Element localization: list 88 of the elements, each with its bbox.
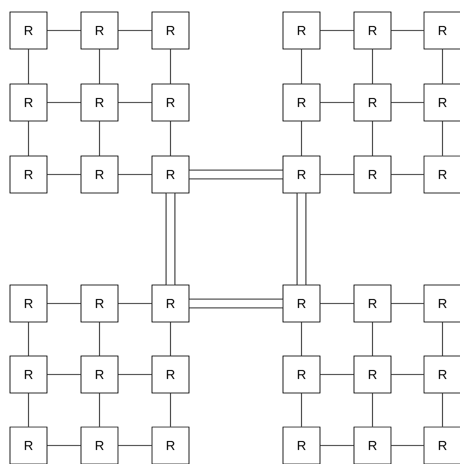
router-box: R: [80, 356, 118, 394]
link-line: [320, 102, 354, 103]
link-line: [391, 303, 424, 304]
link-line: [118, 374, 152, 375]
double-link: [189, 170, 283, 180]
router-box: R: [424, 356, 460, 394]
link-line: [99, 49, 100, 84]
link-line: [47, 30, 81, 31]
link-line: [118, 445, 152, 446]
link-line: [170, 322, 171, 356]
router-box: R: [152, 284, 190, 322]
router-box: R: [10, 84, 48, 122]
link-line: [28, 322, 29, 356]
link-line: [391, 102, 424, 103]
link-line: [391, 174, 424, 175]
link-line: [301, 121, 302, 156]
router-box: R: [152, 84, 190, 122]
router-box: R: [10, 426, 48, 464]
link-line: [372, 49, 373, 84]
link-line: [170, 393, 171, 427]
router-box: R: [152, 156, 190, 194]
link-line: [118, 174, 152, 175]
link-line: [118, 102, 152, 103]
router-box: R: [10, 284, 48, 322]
link-line: [118, 303, 152, 304]
router-box: R: [282, 12, 320, 50]
link-line: [47, 303, 81, 304]
link-line: [372, 393, 373, 427]
router-box: R: [424, 12, 460, 50]
link-line: [47, 174, 81, 175]
router-box: R: [424, 284, 460, 322]
link-line: [47, 445, 81, 446]
router-box: R: [424, 84, 460, 122]
router-box: R: [80, 284, 118, 322]
link-line: [391, 30, 424, 31]
router-box: R: [282, 284, 320, 322]
router-box: R: [10, 12, 48, 50]
router-box: R: [80, 84, 118, 122]
link-line: [28, 121, 29, 156]
double-link: [189, 298, 283, 308]
link-line: [320, 374, 354, 375]
router-box: R: [152, 426, 190, 464]
router-box: R: [354, 84, 392, 122]
link-line: [442, 49, 443, 84]
link-line: [99, 393, 100, 427]
link-line: [99, 121, 100, 156]
double-link: [296, 193, 306, 285]
double-link: [166, 193, 176, 285]
router-box: R: [10, 356, 48, 394]
router-box: R: [354, 284, 392, 322]
link-line: [47, 374, 81, 375]
router-box: R: [80, 426, 118, 464]
router-box: R: [354, 12, 392, 50]
router-box: R: [282, 356, 320, 394]
link-line: [320, 30, 354, 31]
link-line: [320, 303, 354, 304]
router-box: R: [152, 356, 190, 394]
link-line: [391, 445, 424, 446]
router-box: R: [282, 426, 320, 464]
link-line: [372, 121, 373, 156]
link-line: [99, 322, 100, 356]
link-line: [28, 393, 29, 427]
link-line: [442, 322, 443, 356]
router-box: R: [80, 156, 118, 194]
link-line: [301, 322, 302, 356]
link-line: [170, 49, 171, 84]
router-box: R: [424, 156, 460, 194]
router-box: R: [282, 84, 320, 122]
link-line: [170, 121, 171, 156]
link-line: [118, 30, 152, 31]
router-box: R: [424, 426, 460, 464]
router-box: R: [152, 12, 190, 50]
router-box: R: [80, 12, 118, 50]
link-line: [442, 121, 443, 156]
router-box: R: [282, 156, 320, 194]
link-line: [372, 322, 373, 356]
router-box: R: [354, 356, 392, 394]
link-line: [301, 393, 302, 427]
router-box: R: [354, 426, 392, 464]
link-line: [442, 393, 443, 427]
link-line: [47, 102, 81, 103]
router-box: R: [10, 156, 48, 194]
link-line: [320, 174, 354, 175]
link-line: [391, 374, 424, 375]
link-line: [28, 49, 29, 84]
router-box: R: [354, 156, 392, 194]
link-line: [320, 445, 354, 446]
link-line: [301, 49, 302, 84]
